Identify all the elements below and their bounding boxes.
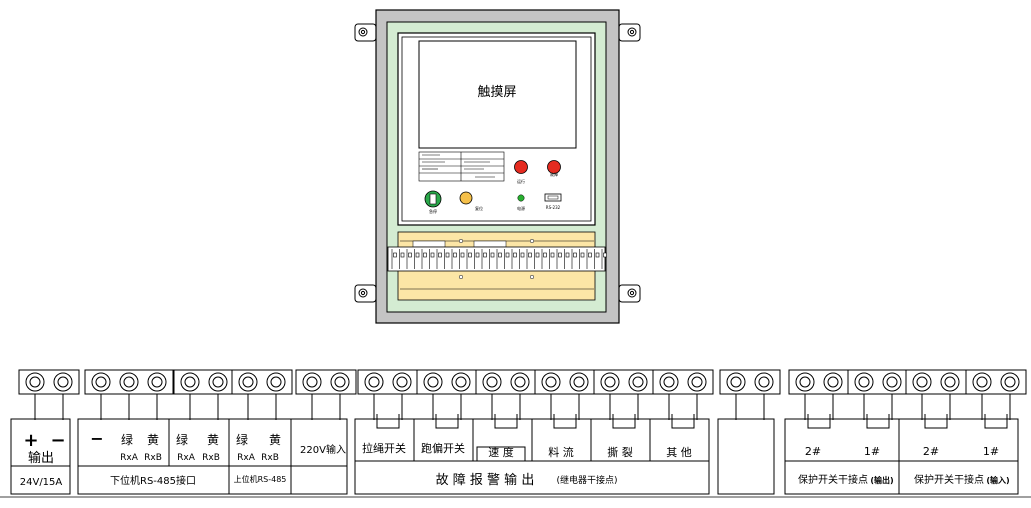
- protect-out-caption: 保护开关干接点: [798, 473, 868, 486]
- lower-green-label: 绿: [121, 432, 133, 447]
- minus-label: −: [50, 430, 65, 451]
- lower2-rxa-label: RxA: [177, 453, 196, 463]
- power-output-box: [10, 418, 71, 495]
- fault-lamp-icon: 故障: [547, 160, 561, 177]
- power-out-title: 输出: [28, 450, 54, 466]
- contact-symbol: [494, 414, 518, 429]
- lower2-green-label: 绿: [176, 432, 188, 447]
- nameplate: [418, 151, 505, 182]
- upper-rs485-caption: 上位机RS-485: [234, 474, 287, 484]
- protect-in-caption: 保护开关干接点: [914, 473, 984, 486]
- contact-symbol: [612, 414, 636, 429]
- svg-text:故障: 故障: [550, 171, 558, 177]
- terminal-block: [847, 369, 909, 420]
- protect-out-suffix: (输出): [870, 475, 893, 485]
- terminal-block: [416, 369, 478, 420]
- fault-item-1: 跑偏开关: [421, 441, 465, 455]
- terminal-block: [652, 369, 714, 420]
- lower-rxa-label: RxA: [120, 453, 139, 463]
- lower-yellow-label: 黄: [147, 433, 159, 447]
- ac-input-label: 220V输入: [300, 443, 346, 456]
- fault-item-0: 拉绳开关: [362, 441, 406, 455]
- rs232-port-icon: RS-232: [544, 193, 562, 210]
- terminal-block: [84, 369, 174, 420]
- terminal-block: [18, 369, 80, 420]
- protect-out-2: 2#: [805, 445, 821, 458]
- fault-caption: 故 障 报 警 输 出: [436, 472, 535, 488]
- contact-symbol: [807, 414, 831, 429]
- ac-input-box: [290, 418, 348, 495]
- power-out-rating: 24V/15A: [20, 477, 63, 488]
- upper-rxb-label: RxB: [261, 453, 279, 463]
- upper-green-label: 绿: [236, 432, 248, 447]
- svg-text:急停: 急停: [429, 208, 437, 214]
- terminal-diagram: [18, 369, 1027, 429]
- lower2-yellow-label: 黄: [207, 433, 219, 447]
- lower2-rxb-label: RxB: [202, 453, 220, 463]
- protect-in-2: 2#: [923, 445, 939, 458]
- lower-rs485-caption: 下位机RS-485接口: [110, 474, 196, 487]
- fault-item-5: 其 他: [666, 446, 692, 459]
- terminal-block: [593, 369, 655, 420]
- contact-symbol: [553, 414, 577, 429]
- contact-symbol: [984, 414, 1008, 429]
- svg-text:电源: 电源: [517, 205, 525, 211]
- contact-symbol: [866, 414, 890, 429]
- upper-rxa-label: RxA: [237, 453, 256, 463]
- touch-screen-label: 触摸屏: [477, 85, 516, 100]
- fault-caption-sub: (继电器干接点): [556, 474, 617, 486]
- power-led-icon: 电源: [517, 194, 525, 211]
- terminal-block: [295, 369, 357, 420]
- terminal-block: [534, 369, 596, 420]
- protect-in-suffix: (输入): [986, 475, 1009, 485]
- contact-symbol: [376, 414, 400, 429]
- protect-out-1: 1#: [864, 445, 880, 458]
- plus-label: +: [23, 430, 38, 451]
- fault-item-2: 速 度: [488, 445, 514, 459]
- upper-yellow-label: 黄: [269, 433, 281, 447]
- terminal-block: [173, 369, 235, 420]
- protect-input-box: [898, 418, 1019, 495]
- svg-text:RS-232: RS-232: [546, 205, 561, 210]
- spare-box: [717, 418, 775, 495]
- terminal-block: [965, 369, 1027, 420]
- contact-symbol: [435, 414, 459, 429]
- svg-text:运行: 运行: [517, 178, 525, 184]
- terminal-block: [357, 369, 419, 420]
- terminal-block: [905, 369, 967, 420]
- contact-symbol: [671, 414, 695, 429]
- reset-button[interactable]: 复位: [459, 191, 483, 211]
- fault-item-4: 撕 裂: [607, 445, 633, 459]
- terminal-block: [231, 369, 293, 420]
- lower-minus-label: −: [90, 429, 103, 448]
- terminal-block: [719, 369, 781, 420]
- emergency-stop-button[interactable]: 急停: [424, 190, 442, 214]
- lower-rxb-label: RxB: [144, 453, 162, 463]
- run-lamp-icon: 运行: [514, 160, 528, 184]
- control-cabinet: 触摸屏 运行 故障 急停 复位: [354, 9, 641, 324]
- fault-item-3: 料 流: [548, 445, 574, 459]
- svg-text:复位: 复位: [475, 205, 483, 211]
- contact-symbol: [924, 414, 948, 429]
- protect-in-1: 1#: [983, 445, 999, 458]
- terminal-block: [475, 369, 537, 420]
- terminal-block: [788, 369, 850, 420]
- mounting-ears: [354, 23, 641, 303]
